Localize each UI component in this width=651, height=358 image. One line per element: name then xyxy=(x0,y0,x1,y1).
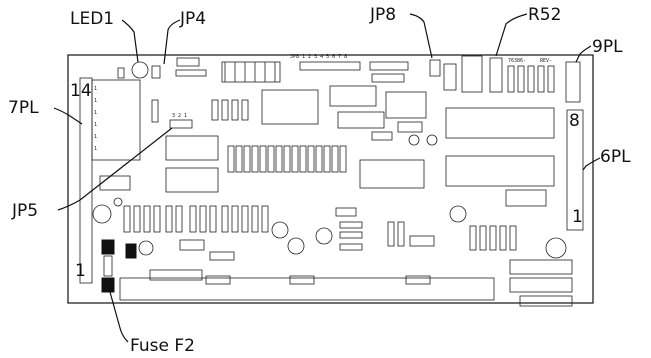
pin-6pl-1: 1 xyxy=(572,207,583,227)
jp8-pin-labels: JP8 1 2 3 4 5 6 7 8 xyxy=(290,54,347,60)
components-lower-left xyxy=(92,175,269,233)
pin-6pl-8: 8 xyxy=(569,111,580,131)
connector-bottom-strip xyxy=(119,269,495,301)
label-6pl: 6PL xyxy=(600,147,631,167)
svg-text:1: 1 xyxy=(94,86,97,92)
label-jp8: JP8 xyxy=(369,5,396,25)
connector-7pl: 1 1 1 1 1 1 xyxy=(79,77,141,284)
label-7pl: 7PL xyxy=(8,98,39,118)
jp5-header xyxy=(169,119,193,129)
jp5-pin-labels: 3 2 1 xyxy=(172,113,187,119)
label-led1: LED1 xyxy=(70,9,114,29)
fuse-f2 xyxy=(101,239,115,293)
label-r52: R52 xyxy=(528,5,561,25)
pin-7pl-14: 14 xyxy=(70,81,92,101)
label-fuse-f2: Fuse F2 xyxy=(130,336,195,356)
jp4-header xyxy=(151,65,161,79)
ic-row-top xyxy=(221,61,361,83)
board-rev: REV- xyxy=(540,58,552,64)
resistor-row-upper-left xyxy=(151,99,249,123)
label-jp5: JP5 xyxy=(11,201,38,221)
ic-pair-left xyxy=(165,135,219,193)
label-9pl: 9PL xyxy=(592,37,623,57)
connector-9pl xyxy=(565,61,581,103)
svg-text:1: 1 xyxy=(94,110,97,116)
components-bottom-right xyxy=(509,259,573,307)
led1-body xyxy=(131,61,149,79)
pin-7pl-1: 1 xyxy=(75,261,86,281)
resistor-array-top-right xyxy=(507,65,555,93)
leader-lines xyxy=(53,13,601,343)
svg-text:1: 1 xyxy=(94,122,97,128)
board-outline xyxy=(67,54,594,304)
svg-text:1: 1 xyxy=(94,98,97,104)
resistor-row-middle xyxy=(227,145,347,173)
ic-row-upper xyxy=(261,85,555,187)
components-lower-middle xyxy=(125,189,567,261)
svg-text:1: 1 xyxy=(94,146,97,152)
jp8-header xyxy=(429,59,441,77)
label-jp4: JP4 xyxy=(179,9,206,29)
svg-text:1: 1 xyxy=(94,134,97,140)
board-id: 76386- xyxy=(508,58,526,64)
r52-resistor xyxy=(489,57,503,93)
